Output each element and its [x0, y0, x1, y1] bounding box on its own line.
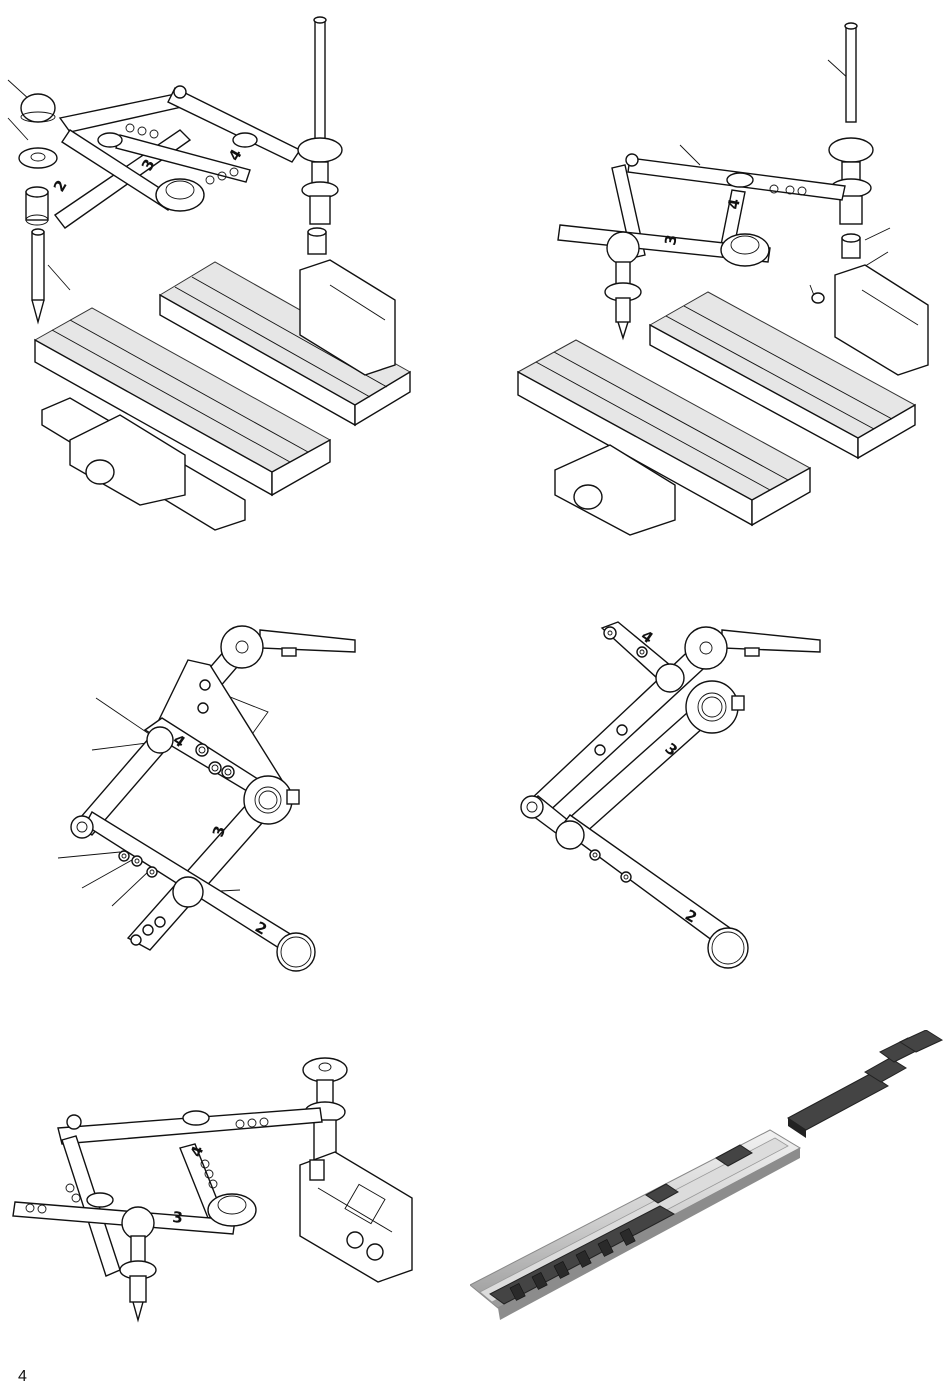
figure-3-drawing: 4 3 2 [0, 600, 470, 1000]
link-number-4: 4 [225, 146, 246, 164]
figure-pantograph-top-view-right: 4 3 2 [470, 600, 950, 1000]
figure-2-drawing: 3 4 [470, 0, 950, 560]
figure-slide-rail-photo [470, 1030, 950, 1330]
figure-assembly-exploded-right: 3 4 [470, 0, 950, 560]
figure-pantograph-mounted: 4 3 [0, 1040, 470, 1340]
figure-4-drawing: 4 3 2 [470, 600, 950, 1000]
figure-1-drawing: 2 3 4 [0, 0, 470, 560]
figure-5-drawing: 4 3 [0, 1040, 470, 1340]
figure-6-drawing [470, 1030, 950, 1330]
link-number-3: 3 [172, 1208, 184, 1227]
figure-assembly-exploded-left: 2 3 4 [0, 0, 470, 560]
link-number-3: 3 [209, 823, 229, 839]
page-number: 4 [18, 1368, 27, 1386]
link-number-2: 2 [50, 177, 71, 195]
figure-pantograph-top-view-left: 4 3 2 [0, 600, 470, 1000]
link-number-3: 3 [661, 233, 681, 246]
